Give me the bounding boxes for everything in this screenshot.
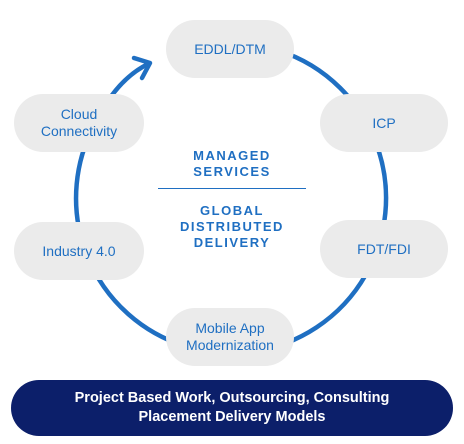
node-fdt-fdi: FDT/FDI (320, 220, 448, 278)
node-cloud-connectivity: Cloud Connectivity (14, 94, 144, 152)
cycle-arc (73, 40, 389, 356)
node-mobile-app: Mobile App Modernization (166, 308, 294, 366)
arrow-head (131, 55, 153, 81)
center-global-delivery: GLOBAL DISTRIBUTED DELIVERY (180, 203, 284, 250)
node-eddl-dtm: EDDL/DTM (166, 20, 294, 78)
center-divider (158, 188, 306, 189)
center-managed-services: MANAGED SERVICES (193, 148, 271, 179)
node-icp: ICP (320, 94, 448, 152)
node-industry-4: Industry 4.0 (14, 222, 144, 280)
delivery-models-banner: Project Based Work, Outsourcing, Consult… (11, 380, 453, 436)
